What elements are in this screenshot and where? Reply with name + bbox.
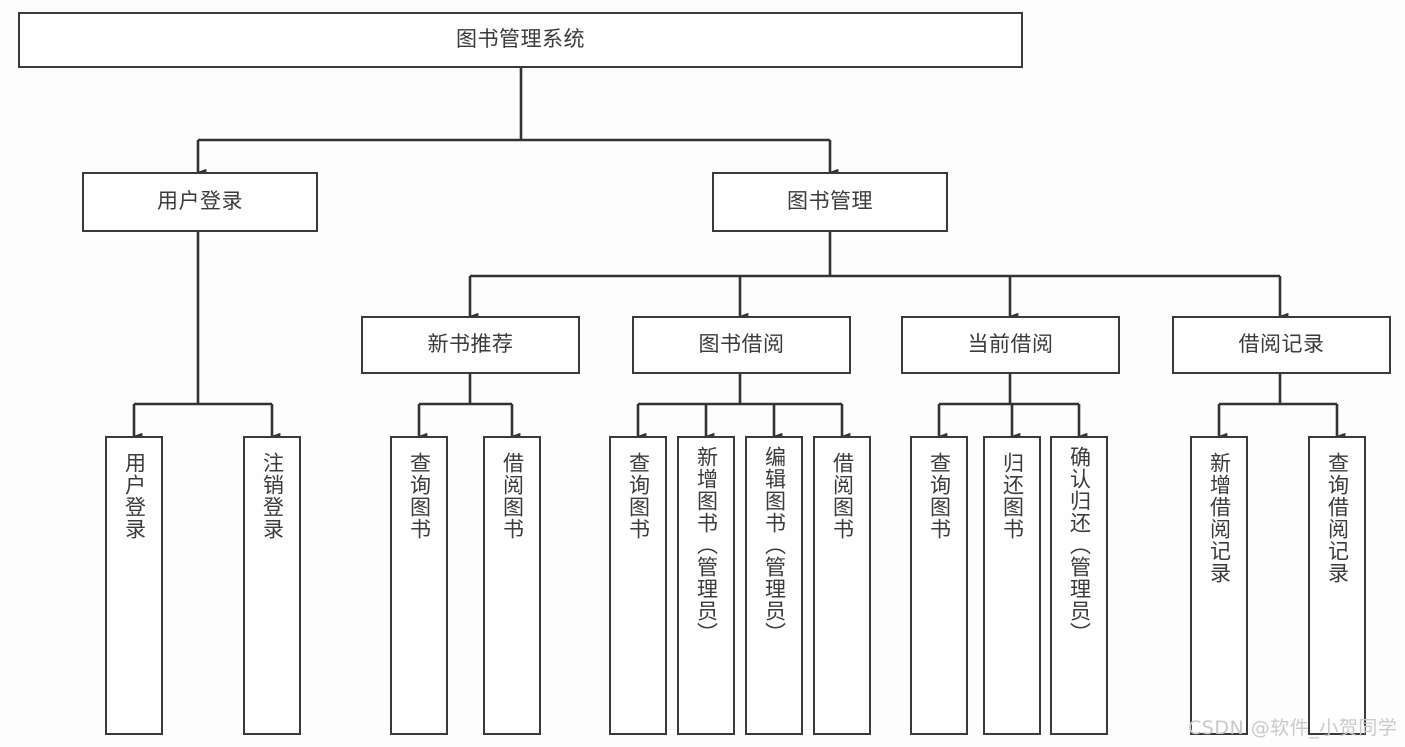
node-current-borrow[interactable]: 当前借阅: [901, 316, 1120, 374]
node-br-add-record-label: 新增借阅记录: [1207, 452, 1232, 584]
node-cb-return-book[interactable]: 归还图书: [983, 436, 1041, 735]
node-nb-query-book-label: 查询图书: [407, 452, 432, 540]
node-bb-borrow-book-label: 借阅图书: [830, 452, 855, 540]
node-nb-borrow-book[interactable]: 借阅图书: [483, 436, 541, 735]
node-root-label: 图书管理系统: [456, 27, 585, 52]
node-bb-borrow-book[interactable]: 借阅图书: [813, 436, 871, 735]
node-user-login-do[interactable]: 用户登录: [105, 436, 163, 735]
node-user-logout-label: 注销登录: [260, 452, 285, 540]
node-book-manage-label: 图书管理: [787, 189, 873, 214]
node-new-book-rec-label: 新书推荐: [427, 332, 514, 357]
node-cb-return-book-label: 归还图书: [1000, 452, 1025, 540]
node-book-borrow[interactable]: 图书借阅: [632, 316, 851, 374]
node-nb-borrow-book-label: 借阅图书: [500, 452, 525, 540]
node-current-borrow-label: 当前借阅: [967, 332, 1054, 357]
node-borrow-record-label: 借阅记录: [1238, 332, 1325, 357]
node-bb-add-book-label: 新增图书（管理员）: [694, 446, 719, 644]
node-bb-add-book[interactable]: 新增图书（管理员）: [677, 436, 735, 735]
node-bb-query-book-label: 查询图书: [626, 452, 651, 540]
node-nb-query-book[interactable]: 查询图书: [390, 436, 448, 735]
node-cb-confirm-return[interactable]: 确认归还（管理员）: [1050, 436, 1108, 735]
node-cb-query-book[interactable]: 查询图书: [910, 436, 968, 735]
node-root[interactable]: 图书管理系统: [18, 12, 1023, 68]
node-user-logout[interactable]: 注销登录: [243, 436, 301, 735]
node-bb-query-book[interactable]: 查询图书: [609, 436, 667, 735]
node-user-login-label: 用户登录: [157, 189, 243, 214]
node-br-add-record[interactable]: 新增借阅记录: [1190, 436, 1248, 735]
node-cb-query-book-label: 查询图书: [927, 452, 952, 540]
node-book-borrow-label: 图书借阅: [698, 332, 785, 357]
node-user-login[interactable]: 用户登录: [82, 172, 318, 232]
node-borrow-record[interactable]: 借阅记录: [1172, 316, 1391, 374]
node-bb-edit-book[interactable]: 编辑图书（管理员）: [745, 436, 803, 735]
node-user-login-do-label: 用户登录: [122, 452, 147, 540]
node-bb-edit-book-label: 编辑图书（管理员）: [762, 446, 787, 644]
node-book-manage[interactable]: 图书管理: [712, 172, 948, 232]
node-cb-confirm-return-label: 确认归还（管理员）: [1067, 446, 1092, 644]
node-new-book-rec[interactable]: 新书推荐: [361, 316, 580, 374]
node-br-query-record-label: 查询借阅记录: [1325, 452, 1350, 584]
node-br-query-record[interactable]: 查询借阅记录: [1308, 436, 1366, 735]
